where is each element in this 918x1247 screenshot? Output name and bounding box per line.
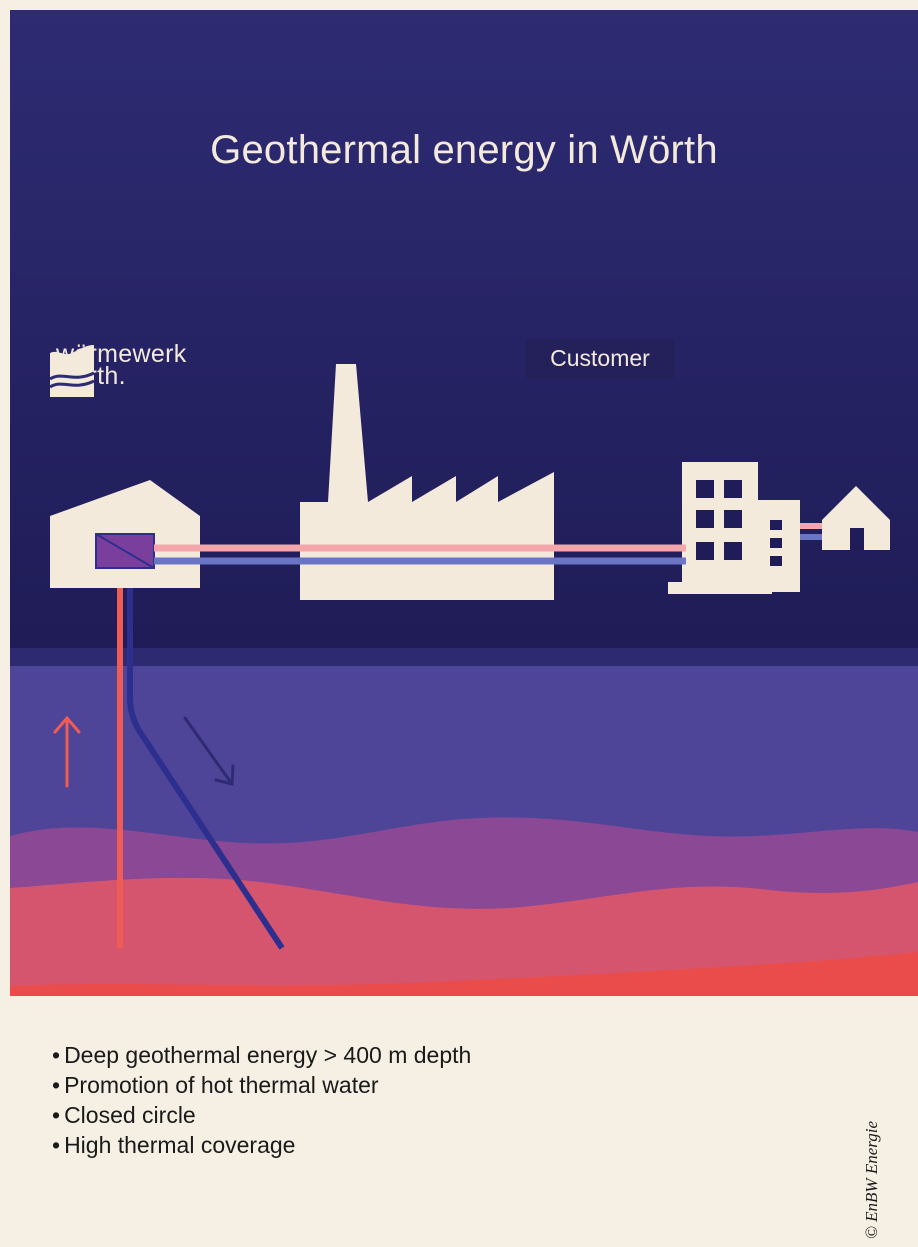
apartment-icon <box>668 462 800 594</box>
bullet-item: Deep geothermal energy > 400 m depth <box>52 1040 471 1070</box>
cold-well-pipe <box>127 566 285 950</box>
diagram-title: Geothermal energy in Wörth <box>210 128 718 172</box>
logo-icon <box>49 345 95 397</box>
pink-rock-layer <box>10 877 918 996</box>
heat-exchanger-icon <box>95 533 155 569</box>
bullet-item: Promotion of hot thermal water <box>52 1070 471 1100</box>
diagram-canvas <box>10 10 918 996</box>
customer-label: Customer <box>525 339 675 379</box>
ground-band <box>10 648 918 668</box>
up-arrow-icon <box>53 715 81 788</box>
image-credit: © EnBW Energie <box>862 1120 881 1239</box>
bullet-item: High thermal coverage <box>52 1130 471 1160</box>
down-arrow-icon <box>183 716 235 786</box>
house-icon <box>822 486 890 550</box>
red-rock-layer <box>10 952 918 996</box>
logo: wärmewerk wörth. <box>48 342 187 397</box>
factory-icon <box>300 364 554 600</box>
bullet-list: Deep geothermal energy > 400 m depth Pro… <box>52 1040 471 1160</box>
bullet-item: Closed circle <box>52 1100 471 1130</box>
diagram-panel: Geothermal energy in Wörth wärmewerk wör… <box>10 10 918 996</box>
